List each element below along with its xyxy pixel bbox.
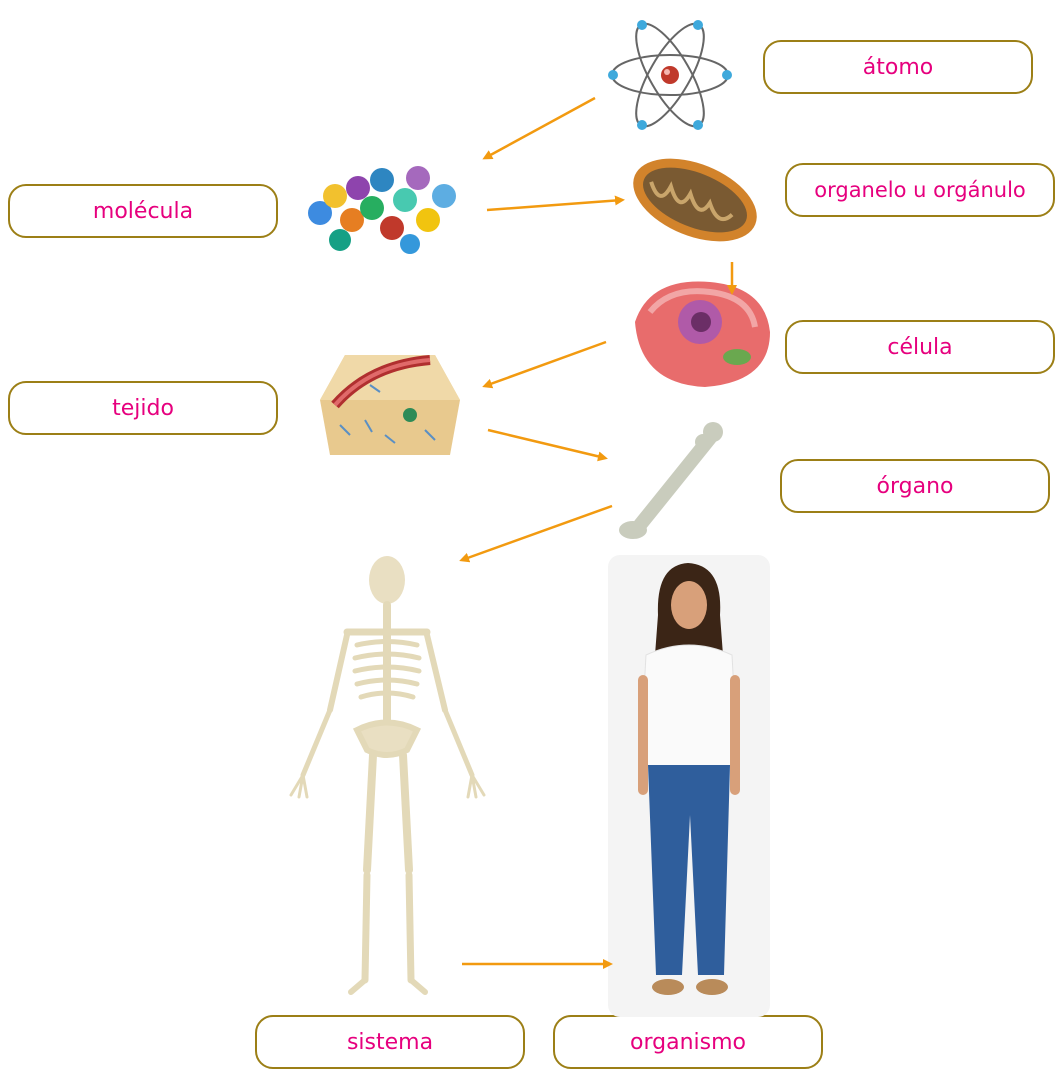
arrow-molecula-to-organelo bbox=[487, 200, 622, 210]
arrow-tejido-to-organo bbox=[488, 430, 605, 458]
arrow-atomo-to-molecula bbox=[485, 98, 595, 158]
arrow-organo-to-sistema bbox=[462, 506, 612, 560]
arrow-celula-to-tejido bbox=[485, 342, 606, 386]
